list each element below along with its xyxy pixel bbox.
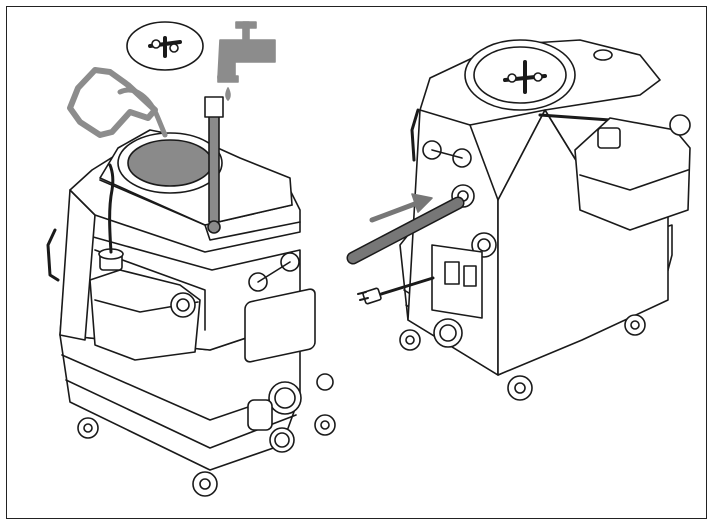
fill-hose-icon xyxy=(208,99,220,223)
extractor-machine-left xyxy=(46,96,336,497)
power-cord-icon xyxy=(357,276,435,305)
tank-lid-icon xyxy=(126,21,204,71)
wheels-right xyxy=(399,314,646,401)
drain-hose xyxy=(348,198,463,263)
pitcher-icon xyxy=(67,67,168,138)
water-faucet-icon xyxy=(217,21,276,101)
wheels-left xyxy=(77,414,336,497)
tank-opening xyxy=(127,139,213,187)
solution-jug xyxy=(89,269,201,361)
solution-jug-right xyxy=(574,117,691,231)
arrow-icon xyxy=(369,193,433,223)
extractor-machine-right xyxy=(399,39,691,401)
